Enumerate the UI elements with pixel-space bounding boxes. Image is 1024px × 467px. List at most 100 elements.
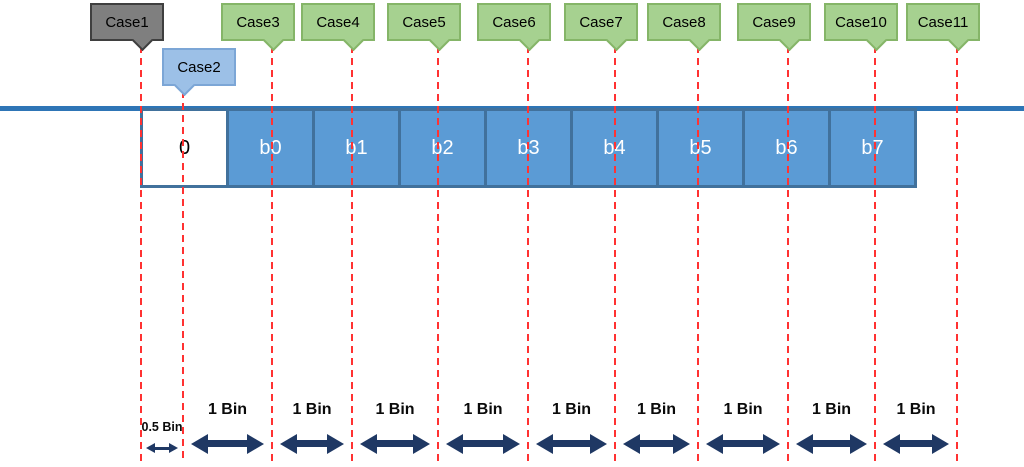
- guide-line: [697, 46, 699, 462]
- double-arrow-icon: [280, 433, 344, 454]
- arrow-head-left-icon: [360, 433, 377, 454]
- case-label: Case6: [492, 13, 536, 31]
- arrow-head-left-icon: [706, 433, 723, 454]
- bin-label: 1 Bin: [636, 401, 677, 418]
- arrow-head-right-icon: [413, 433, 430, 454]
- case-label: Case8: [662, 13, 706, 31]
- arrow-head-right-icon: [763, 433, 780, 454]
- case-label: Case3: [236, 13, 280, 31]
- bin-label: 1 Bin: [811, 401, 852, 418]
- callout-tail: [778, 29, 801, 52]
- arrow-head-right-icon: [247, 433, 264, 454]
- bin-label: 1 Bin: [723, 401, 763, 418]
- case-callout: Case2: [162, 48, 236, 97]
- case-label: Case7: [579, 13, 623, 31]
- bin-segment: 1 Bin: [698, 401, 788, 454]
- bin-label: 1 Bin: [292, 401, 332, 418]
- bin-label: 1 Bin: [896, 401, 936, 418]
- double-arrow-icon: [796, 433, 867, 454]
- bin-label: 0.5 Bin: [141, 420, 183, 434]
- case-callout: Case9: [737, 3, 811, 52]
- double-arrow-icon: [191, 433, 264, 454]
- bar-cell: b7: [828, 108, 917, 188]
- callout-tail: [262, 29, 285, 52]
- double-arrow-icon: [446, 433, 520, 454]
- guide-line: [614, 46, 616, 462]
- guide-line: [271, 46, 273, 462]
- guide-line: [437, 46, 439, 462]
- case-callout: Case10: [824, 3, 898, 52]
- arrow-head-left-icon: [280, 433, 297, 454]
- bar-cell: b2: [398, 108, 487, 188]
- arrow-shaft: [723, 440, 763, 447]
- double-arrow-icon: [883, 433, 949, 454]
- arrow-head-right-icon: [850, 433, 867, 454]
- case-label: Case1: [105, 13, 149, 31]
- arrow-head-left-icon: [146, 443, 155, 453]
- guide-line: [351, 46, 353, 462]
- arrow-shaft: [463, 440, 503, 447]
- arrow-shaft: [377, 440, 413, 447]
- double-arrow-icon: [623, 433, 690, 454]
- case-label: Case10: [835, 13, 887, 31]
- arrow-head-right-icon: [673, 433, 690, 454]
- bin-segment: 1 Bin: [615, 401, 698, 454]
- case-callout: Case5: [387, 3, 461, 52]
- bin-segment: 1 Bin: [352, 401, 438, 454]
- arrow-head-right-icon: [590, 433, 607, 454]
- case-callout: Case1: [90, 3, 164, 52]
- case-label: Case5: [402, 13, 446, 31]
- bin-segment: 1 Bin: [788, 401, 875, 454]
- callout-tail: [428, 29, 451, 52]
- arrow-shaft: [553, 440, 590, 447]
- bin-segment: 1 Bin: [528, 401, 615, 454]
- case-label: Case2: [177, 58, 221, 76]
- callout-tail: [131, 29, 154, 52]
- callout-tail: [342, 29, 365, 52]
- bar-cell: b5: [656, 108, 745, 188]
- guide-line: [140, 46, 142, 462]
- callout-tail: [688, 29, 711, 52]
- arrow-head-left-icon: [883, 433, 900, 454]
- guide-line: [527, 46, 529, 462]
- arrow-head-left-icon: [796, 433, 813, 454]
- arrow-shaft: [900, 440, 932, 447]
- arrow-head-right-icon: [169, 443, 178, 453]
- arrow-head-right-icon: [932, 433, 949, 454]
- bin-label: 1 Bin: [551, 401, 592, 418]
- guide-line: [182, 91, 184, 462]
- guide-line: [874, 46, 876, 462]
- case-label: Case9: [752, 13, 796, 31]
- arrow-head-right-icon: [503, 433, 520, 454]
- bin-label: 1 Bin: [375, 401, 415, 418]
- arrow-head-left-icon: [446, 433, 463, 454]
- callout-tail: [865, 29, 888, 52]
- bar-cell: b1: [312, 108, 401, 188]
- double-arrow-icon: [146, 442, 178, 454]
- guide-line: [787, 46, 789, 462]
- case-label: Case11: [917, 13, 969, 31]
- double-arrow-icon: [706, 433, 780, 454]
- arrow-head-right-icon: [327, 433, 344, 454]
- callout-tail: [947, 29, 970, 52]
- arrow-shaft: [155, 446, 169, 450]
- callout-tail: [518, 29, 541, 52]
- bar-cell: 0: [140, 108, 229, 188]
- bin-segment: 1 Bin: [272, 401, 352, 454]
- bin-label: 1 Bin: [463, 401, 503, 418]
- arrow-shaft: [297, 440, 327, 447]
- case-callout: Case7: [564, 3, 638, 52]
- case-callout: Case4: [301, 3, 375, 52]
- arrow-head-left-icon: [623, 433, 640, 454]
- arrow-shaft: [208, 440, 247, 447]
- case-callout: Case8: [647, 3, 721, 52]
- bin-segment: 1 Bin: [183, 401, 272, 454]
- double-arrow-icon: [360, 433, 430, 454]
- bar-cell: b6: [742, 108, 831, 188]
- arrow-head-left-icon: [536, 433, 553, 454]
- arrow-shaft: [813, 440, 850, 447]
- callout-tail: [605, 29, 628, 52]
- guide-line: [956, 46, 958, 462]
- arrow-shaft: [640, 440, 673, 447]
